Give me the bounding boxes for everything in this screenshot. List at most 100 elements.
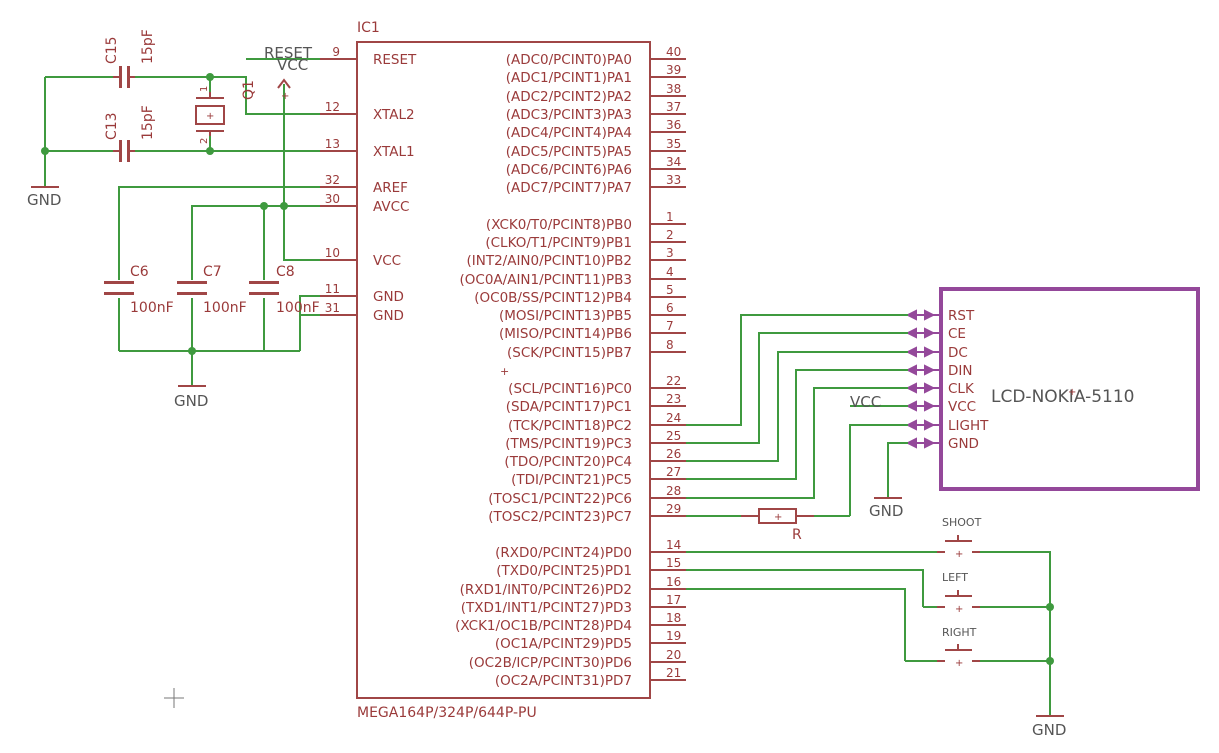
wire-btn-gnd-bus: [980, 551, 1051, 716]
ic-left-pin-number: 12: [325, 100, 340, 114]
lcd-pin-arrow-icon: [924, 309, 936, 321]
ic-right-pin-label: (ADC4/PCINT4)PA4: [506, 125, 632, 141]
ic-left-pin-number: 10: [325, 246, 340, 260]
c7-name: C7: [203, 264, 222, 280]
button-shoot: + SHOOT: [937, 516, 982, 560]
ic-left-pin-label: AVCC: [373, 199, 409, 215]
ic-right-pin-number: 36: [666, 118, 681, 132]
c15-value: 15pF: [140, 29, 156, 64]
wire-pc4-dc: [686, 351, 908, 462]
ic-right-pin-number: 8: [666, 338, 674, 352]
svg-text:+: +: [774, 512, 782, 523]
wire-xtal2: [210, 76, 320, 115]
ic-right-pin-number: 20: [666, 648, 681, 662]
ic-right-pin-label: (MOSI/PCINT13)PB5: [499, 308, 632, 324]
ic-right-pin-number: 22: [666, 374, 681, 388]
ic-right-pin-label: (ADC3/PCINT3)PA3: [506, 107, 632, 123]
junction-gnd-bus: [188, 347, 196, 355]
ic-right-pin-label: (SCL/PCINT16)PC0: [508, 381, 632, 397]
ic-left-pin-label: XTAL2: [373, 107, 415, 123]
button-label-shoot: SHOOT: [942, 516, 982, 529]
wire-pd1-left: [686, 569, 924, 607]
ic-right-pin-label: (MISO/PCINT14)PB6: [499, 326, 632, 342]
ic-right-pin-label: (RXD0/PCINT24)PD0: [495, 545, 632, 561]
c6-name: C6: [130, 264, 149, 280]
lcd-nokia-5110: LCD-NOKIA-5110 + RSTCEDCDINCLKVCCLIGHTGN…: [686, 287, 1200, 520]
ic-right-pin-label: (TXD0/PCINT25)PD1: [496, 563, 632, 579]
decoupling-section: C6 100nF C7 100nF C8 100nF GND: [104, 186, 320, 410]
c6-value: 100nF: [130, 300, 174, 316]
lcd-pin-arrow-icon: [924, 364, 936, 376]
ic-right-pin-number: 23: [666, 392, 681, 406]
ic-right-pin-number: 39: [666, 63, 681, 77]
junction-xtal1: [206, 147, 214, 155]
crystal-q1: + 1 2 Q1: [195, 80, 257, 144]
wire-gnd11: [299, 295, 320, 351]
lcd-pin-arrow-icon: [905, 382, 917, 394]
wire-lcd-gnd: [887, 442, 908, 498]
ic-left-pin-label: RESET: [373, 52, 417, 68]
origin-cross-icon: [164, 688, 184, 708]
ic-right-pin-number: 17: [666, 593, 681, 607]
ic-right-pin-number: 14: [666, 538, 681, 552]
ic-right-pin-label: (TOSC1/PCINT22)PC6: [488, 491, 632, 507]
lcd-pin-arrow-icon: [924, 346, 936, 358]
ic-right-pin-number: 26: [666, 447, 681, 461]
c8-name: C8: [276, 264, 295, 280]
svg-text:+: +: [206, 111, 214, 122]
ic-right-pin-number: 1: [666, 210, 674, 224]
lcd-pin-arrow-icon: [905, 400, 917, 412]
lcd-pin-label: LIGHT: [948, 418, 989, 434]
lcd-pin-label: RST: [948, 308, 975, 324]
ic-right-pin-number: 29: [666, 502, 681, 516]
ic-right-pin-number: 5: [666, 283, 674, 297]
junction-avcc: [260, 202, 268, 210]
ic-left-pin-label: VCC: [373, 253, 401, 269]
svg-text:+: +: [281, 91, 289, 102]
ic-right-pin-label: (SCK/PCINT15)PB7: [507, 345, 632, 361]
q1-pin1: 1: [199, 86, 210, 92]
net-label-vcc-lcd: VCC: [850, 393, 881, 411]
c13-value: 15pF: [140, 105, 156, 140]
gnd-symbol-crystal: GND: [27, 186, 61, 209]
ic-right-pin-number: 33: [666, 173, 681, 187]
c8-value: 100nF: [276, 300, 320, 316]
lcd-pin-arrow-icon: [905, 346, 917, 358]
ic-right-pin-number: 4: [666, 265, 674, 279]
ic-right-pin-number: 2: [666, 228, 674, 242]
ic1-left-pins: RESET9XTAL212XTAL113AREF32AVCC30VCC10GND…: [320, 45, 417, 324]
gnd-label-2: GND: [174, 392, 208, 410]
capacitor-c6: C6 100nF: [104, 264, 174, 316]
ic-right-pin-label: (XCK0/T0/PCINT8)PB0: [486, 217, 632, 233]
gnd-symbol-buttons: GND: [1032, 715, 1066, 739]
c15-name: C15: [104, 36, 120, 64]
net-label-reset: RESET: [264, 44, 313, 62]
lcd-name: LCD-NOKIA-5110: [991, 387, 1134, 407]
lcd-pin-label: CE: [948, 326, 966, 342]
ic-right-pin-number: 18: [666, 611, 681, 625]
wire-vcc: [283, 84, 320, 261]
net-label-vcc-top: VCC: [277, 56, 308, 74]
lcd-pin-arrow-icon: [905, 419, 917, 431]
svg-text:+: +: [955, 604, 963, 615]
ic-right-pin-label: (TDO/PCINT20)PC4: [504, 454, 632, 470]
ic-left-pin-label: GND: [373, 308, 404, 324]
ic-right-pin-label: (OC0B/SS/PCINT12)PB4: [474, 290, 632, 306]
ic-right-pin-number: 19: [666, 629, 681, 643]
ic-right-pin-number: 24: [666, 411, 681, 425]
ic1-body: [356, 41, 651, 699]
capacitor-c15: C15 15pF: [104, 29, 156, 88]
ic-right-pin-number: 35: [666, 137, 681, 151]
c7-value: 100nF: [203, 300, 247, 316]
r-name: R: [792, 527, 802, 543]
lcd-pin-arrow-icon: [905, 437, 917, 449]
lcd-pin-arrow-icon: [905, 364, 917, 376]
buttons-section: + SHOOT + LEFT + RIGHT GND: [686, 516, 1066, 739]
ic-right-pin-number: 21: [666, 666, 681, 680]
svg-text:+: +: [955, 549, 963, 560]
ic-right-pin-label: (OC2A/PCINT31)PD7: [495, 673, 632, 689]
lcd-pin-arrow-icon: [924, 400, 936, 412]
lcd-pin-label: VCC: [948, 399, 976, 415]
